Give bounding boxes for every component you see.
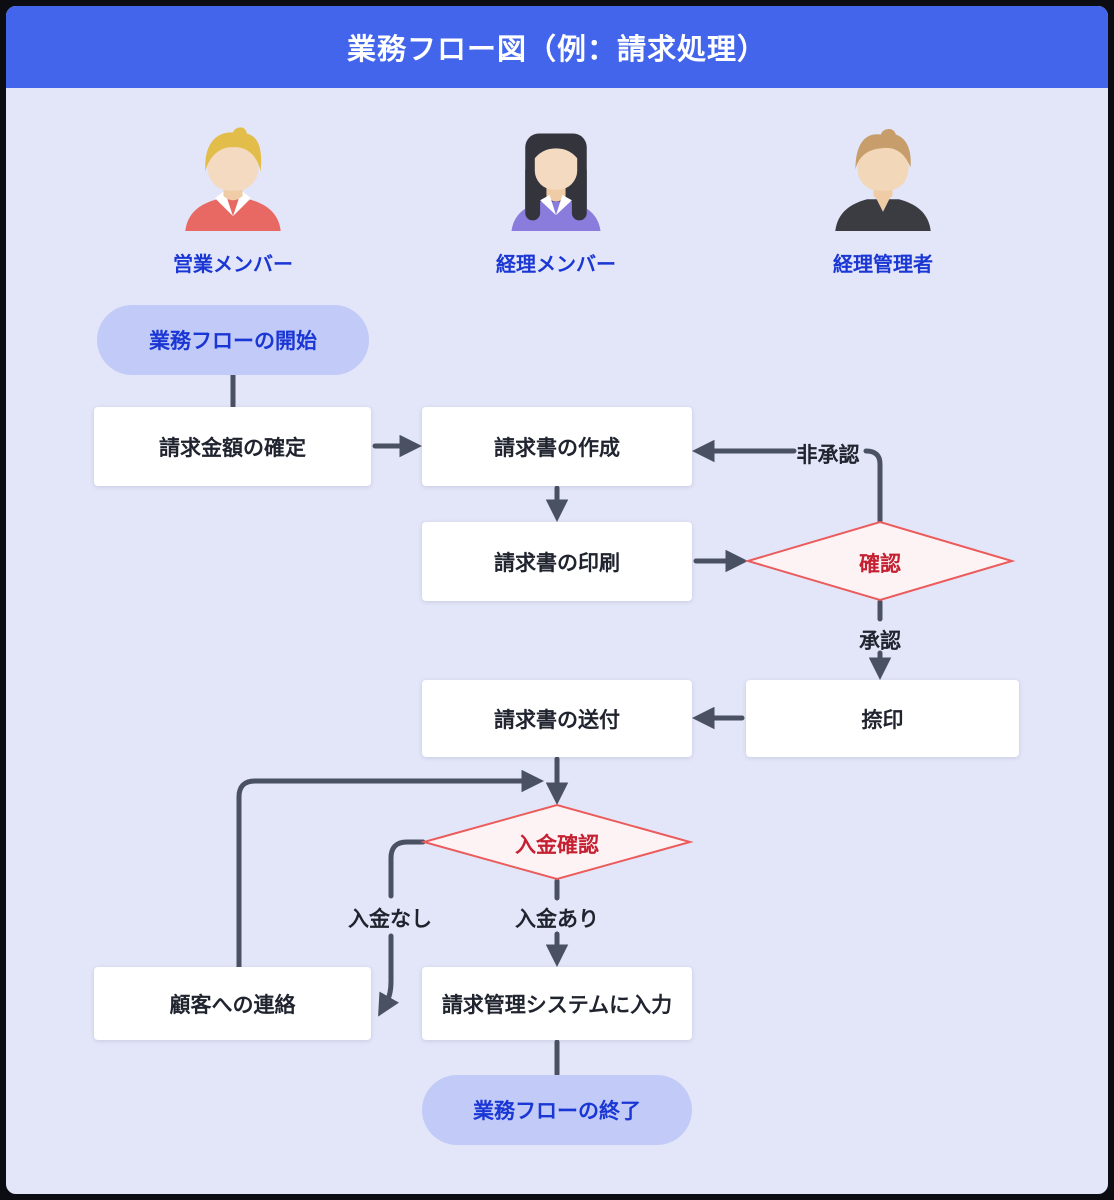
node-enter-system: 請求管理システムに入力 <box>422 967 692 1040</box>
sales-member-avatar-icon <box>185 127 281 231</box>
node-send-invoice: 請求書の送付 <box>422 680 692 757</box>
node-create-invoice-label: 請求書の作成 <box>494 436 620 460</box>
edge-label-payment-received: 入金あり <box>515 908 599 931</box>
edge-payment-check-left-to-no-payment <box>388 839 426 899</box>
node-create-invoice: 請求書の作成 <box>422 407 692 486</box>
node-enter-system-label: 請求管理システムに入力 <box>441 993 673 1017</box>
edge-label-approved: 承認 <box>859 630 901 653</box>
actor-label-accounting-manager: 経理管理者 <box>833 254 933 276</box>
accounting-member-avatar-icon <box>511 133 601 231</box>
node-send-invoice-label: 請求書の送付 <box>494 708 620 732</box>
actor-label-sales-member: 営業メンバー <box>173 254 293 276</box>
node-end-label: 業務フローの終了 <box>473 1100 641 1123</box>
flow-connectors-svg <box>230 372 1016 1077</box>
diagram-header: 業務フロー図（例：請求処理） <box>6 6 1108 88</box>
node-start-label: 業務フローの開始 <box>149 330 317 353</box>
actor-accounting-member: 経理メンバー <box>466 125 646 277</box>
diagram-title: 業務フロー図（例：請求処理） <box>346 34 767 66</box>
actor-accounting-manager: 経理管理者 <box>793 125 973 277</box>
edge-label-no-payment: 入金なし <box>348 908 432 931</box>
edge-label-not-approved: 非承認 <box>796 444 860 467</box>
node-print-invoice-label: 請求書の印刷 <box>494 551 620 575</box>
node-end: 業務フローの終了 <box>422 1075 692 1145</box>
node-print-invoice: 請求書の印刷 <box>422 522 692 601</box>
node-contact-customer-label: 顧客への連絡 <box>169 993 296 1017</box>
actor-label-accounting-member: 経理メンバー <box>496 254 616 276</box>
edge-contact-customer-loop-to-payment-check <box>236 769 544 970</box>
edge-check-up-to-not-approved <box>863 448 883 524</box>
check-decision-diamond <box>744 520 1016 602</box>
node-stamp-label: 捺印 <box>861 708 904 732</box>
node-start: 業務フローの開始 <box>97 305 369 375</box>
payment-check-decision-diamond <box>420 803 694 881</box>
node-check-label: 確認 <box>859 553 901 576</box>
accounting-manager-avatar-icon <box>835 128 931 231</box>
node-stamp: 捺印 <box>746 680 1019 757</box>
node-confirm-amount: 請求金額の確定 <box>94 407 371 486</box>
node-contact-customer: 顧客への連絡 <box>94 967 371 1040</box>
node-confirm-amount-label: 請求金額の確定 <box>159 436 306 460</box>
actor-sales-member: 営業メンバー <box>143 125 323 277</box>
node-payment-check-label: 入金確認 <box>515 834 599 857</box>
edge-no-payment-to-contact-customer <box>378 933 400 1017</box>
